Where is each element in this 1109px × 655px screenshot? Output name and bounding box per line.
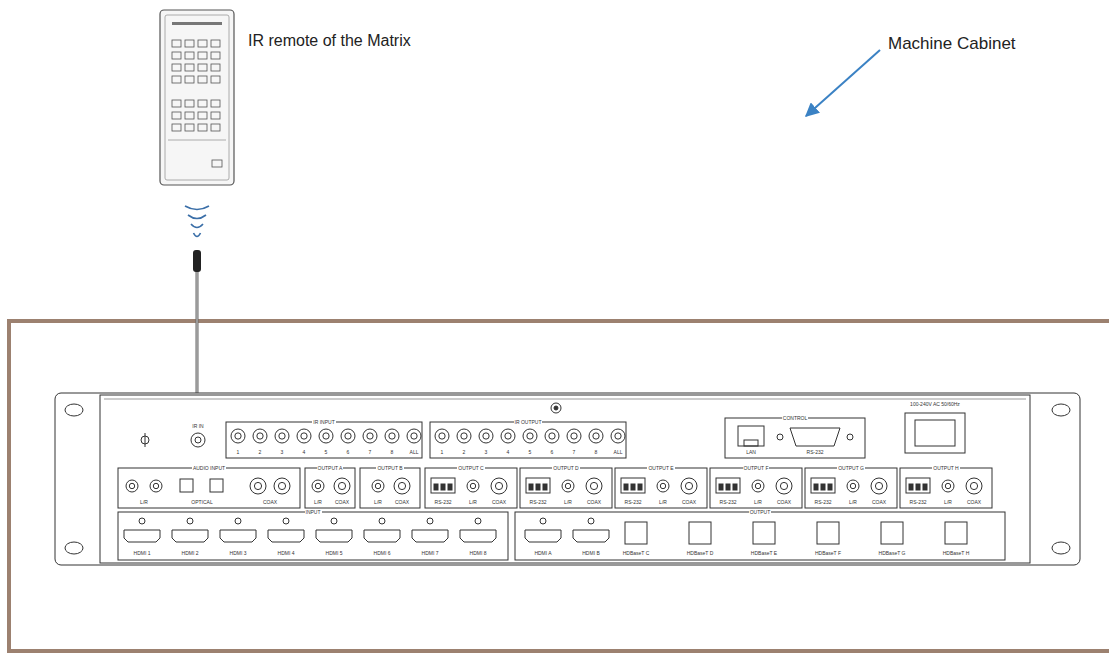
- panel-label: OUTPUT: [749, 510, 772, 515]
- panel-label: CONTROL: [782, 416, 808, 421]
- panel-label: COAX: [394, 500, 410, 505]
- panel-label: OUTPUT H: [932, 466, 959, 471]
- panel-label: L/R: [373, 500, 383, 505]
- panel-label: OUTPUT D: [552, 466, 579, 471]
- panel-label: COAX: [334, 500, 350, 505]
- panel-label: 8: [390, 450, 395, 455]
- cabinet-outline: [9, 321, 1109, 651]
- panel-label: 4: [302, 450, 307, 455]
- panel-label: 2: [258, 450, 263, 455]
- panel-label: OUTPUT C: [457, 466, 484, 471]
- panel-label: 5: [324, 450, 329, 455]
- panel-label: AUDIO INPUT: [192, 466, 226, 471]
- panel-label: COAX: [966, 500, 982, 505]
- callout-label: IR remote of the Matrix: [248, 33, 411, 49]
- panel-label: 4: [506, 450, 511, 455]
- panel-label: HDMI 7: [421, 551, 440, 556]
- panel-label: RS-232: [814, 500, 833, 505]
- panel-label: OUTPUT G: [837, 466, 865, 471]
- leader-arrow: [806, 50, 880, 116]
- panel-label: HDBaseT H: [942, 551, 971, 556]
- matrix-rear-panel: [55, 393, 1080, 565]
- panel-label: COAX: [586, 500, 602, 505]
- panel-label: L/R: [658, 500, 668, 505]
- panel-label: RS-232: [434, 500, 453, 505]
- panel-label: COAX: [776, 500, 792, 505]
- panel-label: HDMI 3: [229, 551, 248, 556]
- panel-label: RS-232: [719, 500, 738, 505]
- panel-label: COAX: [262, 500, 278, 505]
- panel-label: OUTPUT A: [317, 466, 344, 471]
- panel-label: ALL: [409, 450, 420, 455]
- panel-label: HDBaseT F: [814, 551, 842, 556]
- panel-label: 7: [368, 450, 373, 455]
- panel-label: RS-232: [909, 500, 928, 505]
- panel-label: OUTPUT F: [743, 466, 770, 471]
- panel-label: L/R: [753, 500, 763, 505]
- ir-remote: [160, 10, 234, 185]
- ir-emitter: [193, 250, 201, 272]
- panel-label: L/R: [848, 500, 858, 505]
- panel-label: HDMI 5: [325, 551, 344, 556]
- panel-label: 2: [462, 450, 467, 455]
- panel-label: HDMI 1: [133, 551, 152, 556]
- panel-label: COAX: [491, 500, 507, 505]
- panel-label: 1: [236, 450, 241, 455]
- panel-label: IR INPUT: [312, 420, 335, 425]
- panel-label: L/R: [563, 500, 573, 505]
- panel-label: 3: [484, 450, 489, 455]
- panel-label: HDBaseT E: [750, 551, 778, 556]
- panel-label: 6: [550, 450, 555, 455]
- panel-label: HDMI A: [533, 551, 552, 556]
- panel-label: HDBaseT G: [878, 551, 907, 556]
- panel-label: L/R: [313, 500, 323, 505]
- panel-label: 8: [594, 450, 599, 455]
- panel-label: HDMI 2: [181, 551, 200, 556]
- panel-label: HDBaseT C: [622, 551, 651, 556]
- callout-label: Machine Cabinet: [888, 35, 1016, 52]
- panel-label: HDMI 6: [373, 551, 392, 556]
- panel-label: 5: [528, 450, 533, 455]
- panel-label: IR IN: [191, 424, 204, 429]
- panel-label: OUTPUT E: [647, 466, 674, 471]
- panel-label: ALL: [613, 450, 624, 455]
- panel-label: HDMI 4: [277, 551, 296, 556]
- panel-label: RS-232: [806, 450, 825, 455]
- panel-label: 100-240V AC 50/60Hz: [909, 402, 961, 407]
- panel-label: IR OUTPUT: [514, 420, 543, 425]
- panel-label: 6: [346, 450, 351, 455]
- panel-label: L/R: [139, 500, 149, 505]
- panel-label: OUTPUT B: [376, 466, 403, 471]
- panel-label: HDBaseT D: [686, 551, 715, 556]
- panel-label: 3: [280, 450, 285, 455]
- panel-label: 1: [440, 450, 445, 455]
- panel-label: HDMI B: [581, 551, 601, 556]
- panel-label: L/R: [468, 500, 478, 505]
- panel-label: COAX: [681, 500, 697, 505]
- panel-label: HDMI 8: [469, 551, 488, 556]
- panel-label: RS-232: [624, 500, 643, 505]
- ir-waves: [185, 206, 209, 237]
- panel-label: OPTICAL: [190, 500, 213, 505]
- panel-label: COAX: [871, 500, 887, 505]
- panel-label: INPUT: [305, 510, 322, 515]
- panel-label: 7: [572, 450, 577, 455]
- panel-label: LAN: [745, 450, 757, 455]
- panel-label: RS-232: [529, 500, 548, 505]
- panel-label: L/R: [943, 500, 953, 505]
